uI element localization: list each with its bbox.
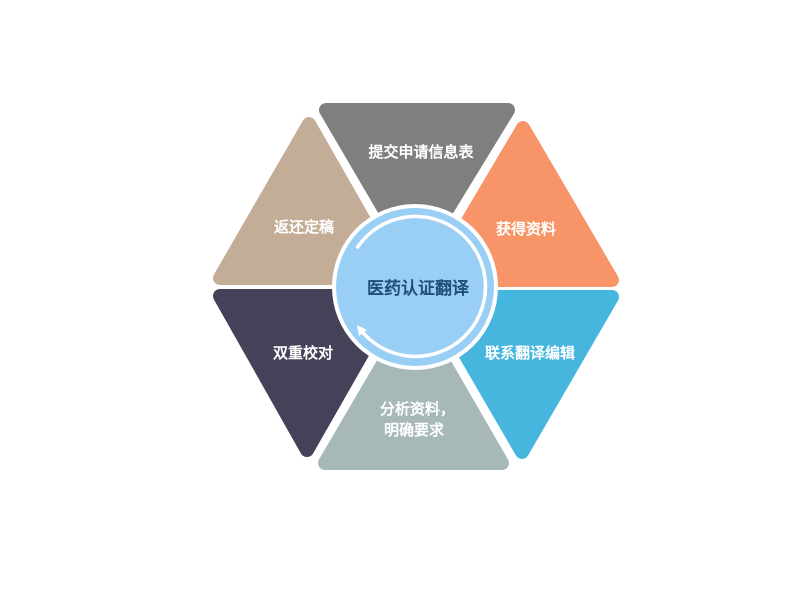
center-hub: 医药认证翻译	[332, 204, 498, 370]
segment-return-final-label: 返还定稿	[274, 218, 334, 236]
segment-obtain-materials-line: 获得资料	[496, 220, 556, 238]
segment-analyze-materials-label: 分析资料， 明确要求	[380, 400, 460, 439]
segment-contact-translators-label: 联系翻译编辑	[485, 344, 575, 362]
segment-analyze-materials-line-1: 分析资料，	[380, 400, 455, 418]
segment-submit-form-line: 提交申请信息表	[368, 143, 474, 161]
segment-analyze-materials-shape	[318, 304, 509, 470]
segment-obtain-materials-label: 获得资料	[496, 220, 556, 238]
segment-analyze-materials: 分析资料， 明确要求	[318, 304, 509, 470]
segment-double-check-line: 双重校对	[273, 344, 333, 362]
center-hub-cycle-arrow	[355, 214, 488, 359]
center-hub-circle	[336, 208, 494, 366]
center-hub-label: 医药认证翻译	[367, 278, 470, 299]
segment-submit-form-label: 提交申请信息表	[368, 143, 474, 161]
segment-submit-form: 提交申请信息表	[319, 103, 515, 269]
segment-double-check-label: 双重校对	[273, 344, 333, 362]
segment-contact-translators-line: 联系翻译编辑	[485, 344, 575, 362]
segment-analyze-materials-line-2: 明确要求	[384, 421, 445, 439]
segment-submit-form-shape	[319, 103, 515, 269]
segment-return-final-line: 返还定稿	[274, 218, 334, 236]
